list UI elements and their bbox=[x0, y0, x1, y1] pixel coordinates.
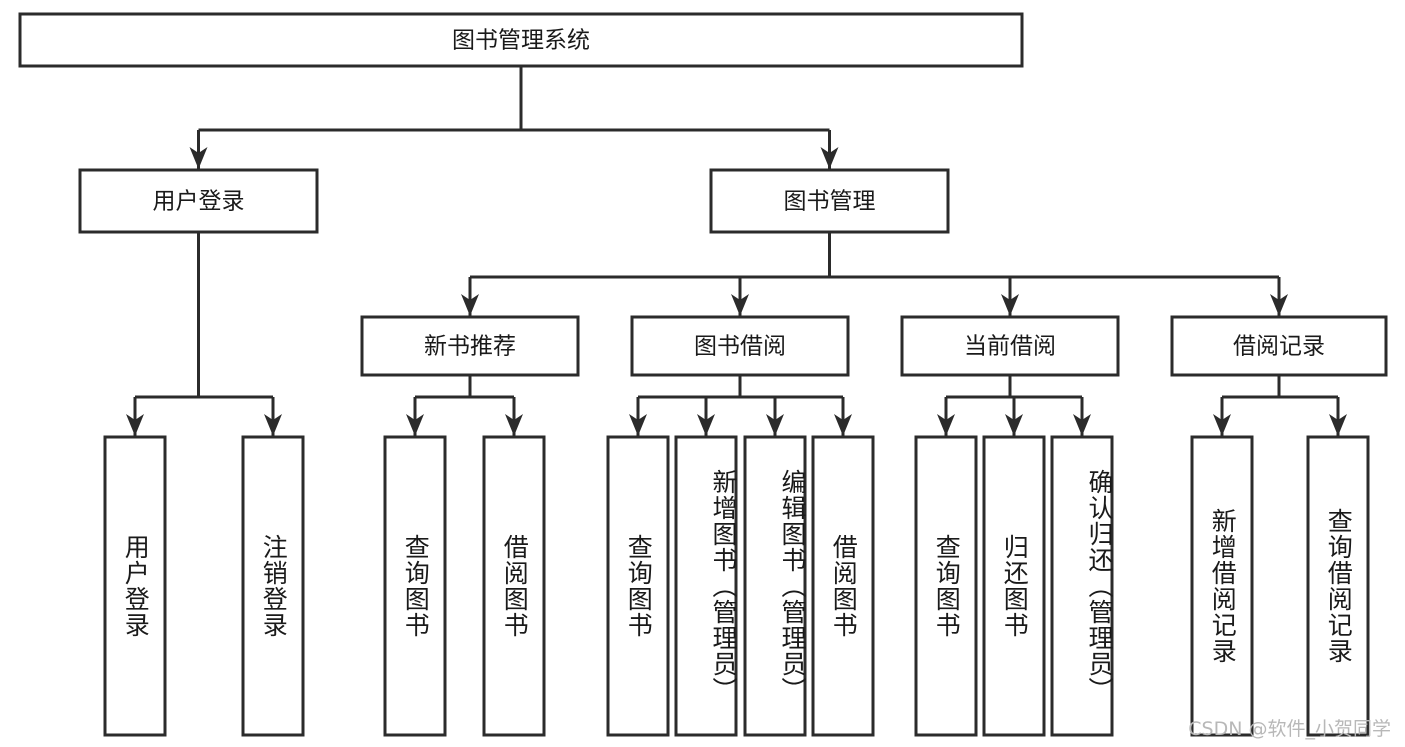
watermark-text: CSDN @软件_小贺同学 bbox=[1188, 718, 1391, 740]
node-box-leaf-query-book-borrow[interactable] bbox=[606, 435, 670, 737]
node-box-leaf-edit-book-admin[interactable] bbox=[743, 435, 807, 737]
arrow-head bbox=[505, 414, 523, 436]
node-label-book-management: 图书管理 bbox=[784, 189, 876, 215]
node-box-user-login[interactable] bbox=[78, 168, 319, 234]
node-label-root: 图书管理系统 bbox=[452, 28, 590, 54]
node-label-user-login: 用户登录 bbox=[153, 189, 245, 215]
node-box-book-borrow[interactable] bbox=[630, 315, 850, 377]
node-box-borrow-record[interactable] bbox=[1170, 315, 1388, 377]
node-box-leaf-logout[interactable] bbox=[241, 435, 305, 737]
node-box-leaf-query-book-rec[interactable] bbox=[383, 435, 447, 737]
node-label-new-book-recommend: 新书推荐 bbox=[424, 334, 516, 360]
arrow-head bbox=[1005, 414, 1023, 436]
arrow-head bbox=[1329, 414, 1347, 436]
arrow-head bbox=[126, 414, 144, 436]
node-box-leaf-borrow-book-rec[interactable] bbox=[482, 435, 546, 737]
arrow-head bbox=[629, 414, 647, 436]
node-label-current-borrow: 当前借阅 bbox=[964, 334, 1056, 360]
node-box-root[interactable] bbox=[18, 12, 1024, 68]
node-label-borrow-record: 借阅记录 bbox=[1233, 334, 1325, 360]
node-box-leaf-user-login[interactable] bbox=[103, 435, 167, 737]
node-label-book-borrow: 图书借阅 bbox=[694, 334, 786, 360]
node-box-leaf-query-borrow-record[interactable] bbox=[1306, 435, 1370, 737]
node-box-new-book-recommend[interactable] bbox=[360, 315, 580, 377]
node-box-book-management[interactable] bbox=[709, 168, 950, 234]
node-boxes bbox=[18, 12, 1388, 737]
arrow-head bbox=[406, 414, 424, 436]
arrow-head bbox=[461, 294, 479, 316]
arrow-head bbox=[1270, 294, 1288, 316]
arrow-head bbox=[937, 414, 955, 436]
arrow-head bbox=[820, 147, 839, 169]
arrow-head bbox=[766, 414, 784, 436]
arrow-head bbox=[1213, 414, 1231, 436]
arrow-head bbox=[697, 414, 715, 436]
arrow-head bbox=[1001, 294, 1019, 316]
arrow-head bbox=[834, 414, 852, 436]
connector-edges bbox=[126, 66, 1347, 436]
node-box-leaf-return-book[interactable] bbox=[982, 435, 1046, 737]
node-box-leaf-confirm-return-admin[interactable] bbox=[1050, 435, 1114, 737]
node-box-leaf-query-book-cur[interactable] bbox=[914, 435, 978, 737]
arrow-head bbox=[731, 294, 749, 316]
node-box-leaf-borrow-book[interactable] bbox=[811, 435, 875, 737]
arrow-head bbox=[189, 147, 208, 169]
arrow-head bbox=[264, 414, 282, 436]
node-box-current-borrow[interactable] bbox=[900, 315, 1120, 377]
arrow-head bbox=[1073, 414, 1091, 436]
node-box-leaf-add-book-admin[interactable] bbox=[674, 435, 738, 737]
node-box-leaf-add-borrow-record[interactable] bbox=[1190, 435, 1254, 737]
